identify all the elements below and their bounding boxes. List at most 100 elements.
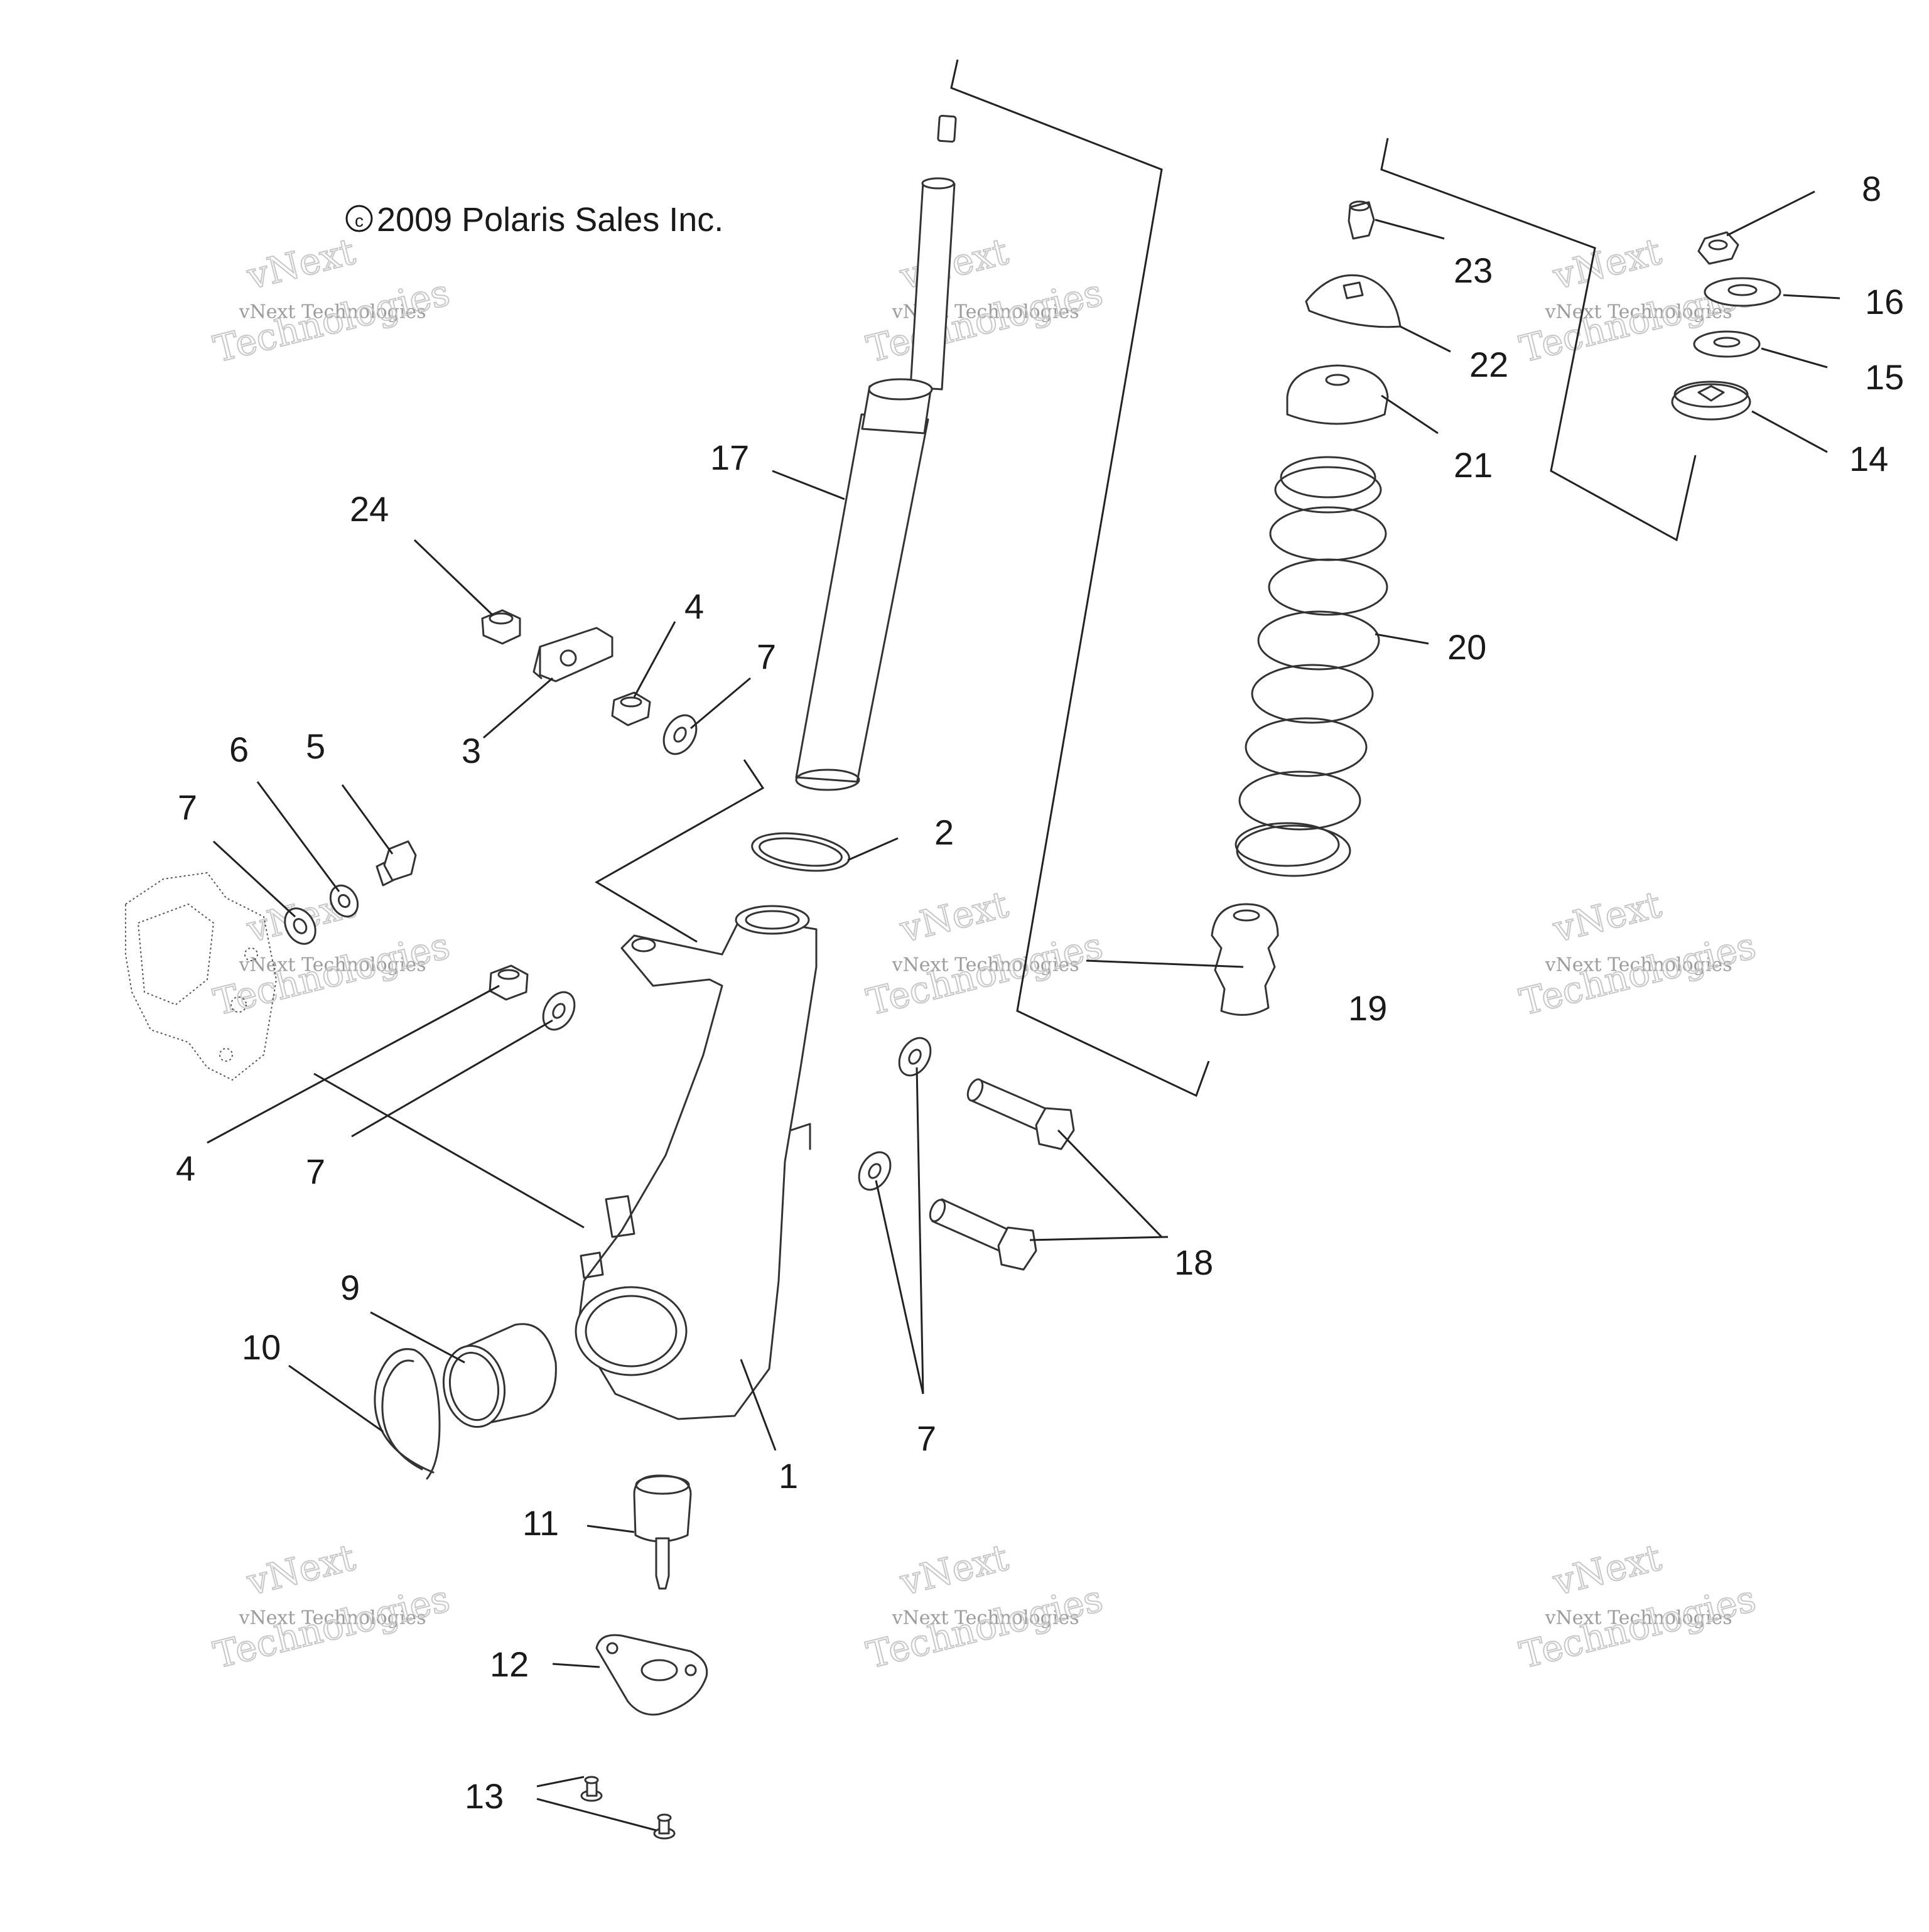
callout-12: 18 [1174,1243,1213,1282]
svg-text:vNext Technologies: vNext Technologies [239,1607,426,1629]
callout-4: 4 [684,586,704,626]
svg-text:vNext: vNext [242,1536,359,1604]
svg-text:vNext: vNext [1548,1536,1665,1604]
svg-text:vNext Technologies: vNext Technologies [1545,954,1732,976]
svg-text:vNext Technologies: vNext Technologies [1545,1607,1732,1629]
part-10-snap-ring [374,1348,441,1480]
part-2-o-ring-inner [759,837,843,867]
part-21-plate [595,1634,708,1716]
part-17-nut [1348,200,1375,240]
svg-text:vNext: vNext [1548,883,1665,951]
part-12-bolt-upper [966,1078,1075,1150]
callout-9: 9 [340,1268,360,1307]
watermarks: vNext vNext Technologies Technologies vN… [209,229,1761,1677]
leader-lines [207,190,1840,1832]
svg-text:vNext: vNext [242,230,359,298]
strut-group-bracket [950,59,1210,1098]
group-brackets [313,59,1697,1229]
copyright-icon [345,205,373,232]
part-13-bump-stop [1211,903,1279,1016]
callout-7: 7 [917,1418,936,1458]
svg-text:Technologies: Technologies [1516,1577,1760,1676]
copyright-text: 2009 Polaris Sales Inc. [377,201,723,239]
svg-text:Technologies: Technologies [863,1577,1107,1676]
callouts: 17 2 3 4 7 7 6 5 24 4 7 7 18 19 20 21 22… [176,169,1904,1816]
callout-20: 16 [1865,282,1904,321]
svg-text:vNext Technologies: vNext Technologies [1545,301,1732,323]
watermark: vNext vNext Technologies Technologies [209,1535,455,1677]
part-4-nut-lower [489,964,529,1001]
svg-text:c: c [355,211,364,230]
callout-21: 12 [490,1644,529,1684]
svg-text:vNext Technologies: vNext Technologies [892,954,1079,976]
part-8-nut [1697,231,1739,265]
svg-text:vNext: vNext [895,230,1012,298]
part-5-bolt [376,840,417,887]
watermark: vNext vNext Technologies Technologies [1515,1535,1761,1677]
callout-2: 2 [934,812,954,852]
callout-7: 7 [306,1152,325,1191]
part-20-washer [1704,277,1781,307]
watermark: vNext vNext Technologies Technologies [862,1535,1108,1677]
part-1-knuckle [575,905,818,1420]
callout-17: 23 [1454,251,1493,290]
callout-22: 13 [465,1776,504,1816]
svg-text:vNext Technologies: vNext Technologies [892,1607,1079,1629]
svg-text:vNext Technologies: vNext Technologies [239,301,426,323]
part-7-washer-upper [662,714,698,755]
svg-text:Technologies: Technologies [863,271,1107,370]
part-7-washer-left [284,907,316,945]
svg-text:vNext: vNext [1548,230,1665,298]
callout-18: 14 [1849,439,1888,478]
callout-7: 7 [178,787,197,827]
part-7-washer-mid [542,991,576,1031]
svg-text:vNext: vNext [895,883,1012,951]
part-7-washer-right-upper [898,1037,932,1077]
part-22-screw-lower [653,1813,676,1840]
part-7-washer-right-lower [858,1151,892,1191]
part-3-clip [532,627,613,683]
watermark: vNext vNext Technologies Technologies [862,229,1108,371]
callout-1: 1 [779,1456,798,1496]
mount-group-bracket [1380,138,1697,542]
strut-to-knuckle-bracket [595,759,765,943]
part-15-spring-seat [1286,364,1389,425]
callout-10: 10 [242,1327,281,1367]
part-12-bolt-lower [929,1198,1037,1271]
callout-16: 22 [1469,345,1508,384]
callout-6: 6 [229,730,249,769]
callout-5: 5 [306,726,325,766]
callout-8: 8 [1862,169,1881,208]
callout-14: 20 [1447,627,1486,667]
caliper-lead [313,1072,585,1229]
svg-text:Technologies: Technologies [210,1577,454,1676]
callout-4: 4 [176,1148,195,1188]
callout-7: 7 [757,637,776,676]
callout-19: 15 [1865,357,1904,397]
part-23-ball-joint [633,1474,692,1590]
part-14-spring [1235,456,1388,877]
watermark: vNext vNext Technologies Technologies [1515,882,1761,1024]
brake-caliper-reference [125,872,278,1081]
watermark: vNext vNext Technologies Technologies [209,882,455,1024]
copyright-notice: c 2009 Polaris Sales Inc. [345,201,723,239]
part-2-o-ring [751,832,850,872]
callout-23: 11 [522,1503,559,1543]
svg-text:Technologies: Technologies [210,924,454,1023]
svg-text:Technologies: Technologies [863,924,1107,1023]
watermark: vNext vNext Technologies Technologies [862,882,1108,1024]
part-9-bearing [442,1323,557,1428]
callout-3: 3 [462,731,481,770]
part-24-nut [481,609,521,645]
part-18-bushing [1671,380,1751,421]
callout-13: 19 [1348,988,1387,1028]
part-4-nut-upper [611,691,651,726]
callout-15: 21 [1454,445,1493,485]
part-16-upper-mount [1305,274,1402,328]
callout-11: 17 [710,438,749,477]
part-22-screw-upper [580,1776,603,1802]
svg-text:vNext: vNext [895,1536,1012,1604]
callout-24: 24 [350,489,389,529]
